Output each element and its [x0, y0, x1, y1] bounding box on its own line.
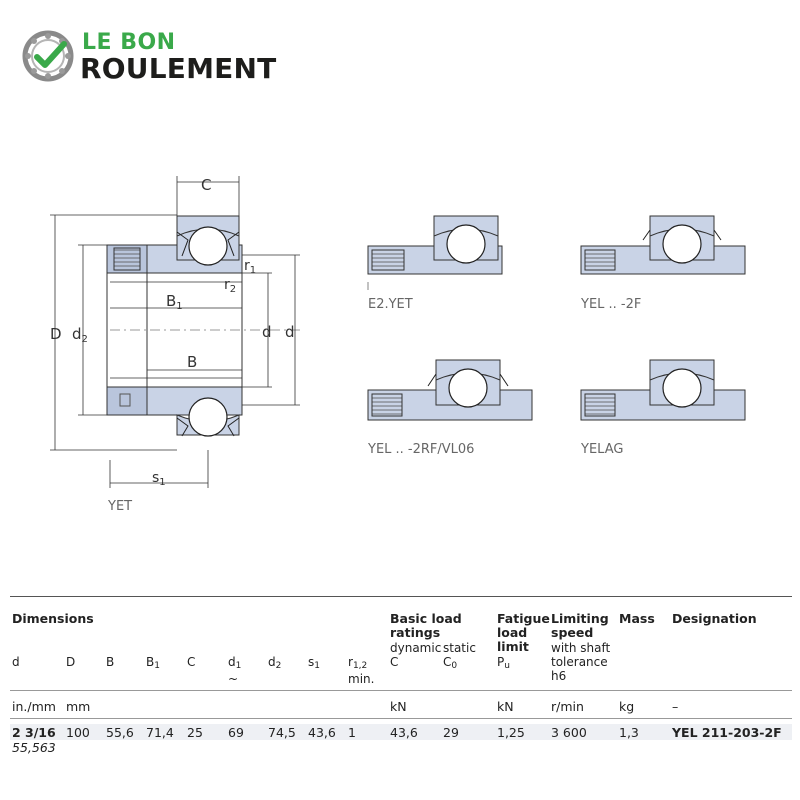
dim-label-bore-d: d: [262, 323, 272, 341]
symbol-b: B: [106, 655, 115, 669]
header-limiting-4: tolerance: [551, 655, 608, 669]
header-limiting-5: h6: [551, 669, 567, 683]
header-basic-load-1: Basic load: [390, 611, 462, 626]
brand-line-2: ROULEMENT: [80, 52, 277, 85]
dim-label-c: C: [201, 176, 211, 194]
symbol-s1: s1: [308, 655, 320, 672]
bearing-check-icon: [22, 30, 74, 82]
cell-c0: 29: [443, 725, 459, 740]
variant-yel-2rf-vl06-drawing: [367, 359, 533, 421]
header-fatigue-3: limit: [497, 639, 529, 654]
symbol-d1: d1~: [228, 655, 242, 686]
table-header-rule: [10, 690, 792, 691]
unit-dims-in: in./mm: [12, 699, 56, 714]
header-dynamic: dynamic: [390, 641, 442, 655]
cell-c-dynamic: 43,6: [390, 725, 418, 740]
symbol-c-dynamic: C: [390, 655, 399, 669]
cell-d-mm: 55,563: [12, 740, 56, 755]
unit-fatigue: kN: [497, 699, 514, 714]
dim-label-outer-d: D: [50, 325, 62, 343]
cell-s1: 43,6: [308, 725, 336, 740]
cell-b: 55,6: [106, 725, 134, 740]
brand-logo: LE BON ROULEMENT: [22, 28, 302, 88]
cell-d-inch: 2 3/16: [12, 725, 56, 740]
cell-designation: YEL 211-203-2F: [672, 725, 782, 740]
cell-c: 25: [187, 725, 203, 740]
dim-label-r1: r1: [244, 258, 256, 276]
cell-speed: 3 600: [551, 725, 587, 740]
cell-pu: 1,25: [497, 725, 525, 740]
caption-yel-2rf-vl06: YEL .. -2RF/VL06: [367, 442, 474, 457]
dim-label-b: B: [187, 353, 197, 371]
cell-b1: 71,4: [146, 725, 174, 740]
header-basic-load-2: ratings: [390, 625, 441, 640]
cell-mass: 1,3: [619, 725, 639, 740]
unit-dims-mm: mm: [66, 699, 91, 714]
header-fatigue-1: Fatigue: [497, 611, 550, 626]
unit-mass: kg: [619, 699, 635, 714]
unit-load: kN: [390, 699, 407, 714]
symbol-d2: d2: [268, 655, 282, 672]
cell-d1: 69: [228, 725, 244, 740]
header-fatigue-2: load: [497, 625, 528, 640]
variant-e2yet-drawing: [367, 215, 503, 290]
symbol-outer-d: D: [66, 655, 76, 669]
table-top-rule: [10, 596, 792, 597]
symbol-d: d: [12, 655, 20, 669]
header-limiting-1: Limiting: [551, 611, 609, 626]
cell-r12: 1: [348, 725, 356, 740]
dim-label-b1: B1: [166, 292, 183, 312]
header-limiting-3: with shaft: [551, 641, 611, 655]
bearing-drawings: C r1 r2 B1 B D d2 d d s1 YET E2.YET YEL …: [50, 176, 746, 514]
dim-label-r2: r2: [224, 277, 236, 295]
caption-yelag: YELAG: [580, 442, 623, 457]
symbol-c: C: [187, 655, 196, 669]
variant-yelag-drawing: [580, 359, 746, 421]
header-dimensions: Dimensions: [12, 611, 94, 626]
unit-designation: –: [672, 699, 679, 714]
header-mass: Mass: [619, 611, 655, 626]
header-designation: Designation: [672, 611, 757, 626]
caption-yet: YET: [107, 499, 132, 514]
variant-yel-2f-drawing: [580, 215, 746, 275]
symbol-c0: C0: [443, 655, 458, 672]
brand-line-1: LE BON: [82, 30, 176, 55]
symbol-pu: Pu: [497, 655, 510, 672]
table-units-rule: [10, 718, 792, 719]
caption-e2yet: E2.YET: [368, 297, 413, 312]
cell-d2: 74,5: [268, 725, 296, 740]
dim-label-d-outer: d: [285, 323, 295, 341]
dim-label-d2: d2: [72, 325, 88, 345]
yet-main-drawing: [50, 176, 300, 488]
header-static: static: [443, 641, 476, 655]
unit-speed: r/min: [551, 699, 584, 714]
symbol-b1: B1: [146, 655, 160, 672]
cell-outer-d: 100: [66, 725, 90, 740]
dim-label-s1: s1: [152, 470, 166, 488]
table-row: [10, 724, 792, 740]
header-limiting-2: speed: [551, 625, 594, 640]
caption-yel-2f: YEL .. -2F: [580, 297, 641, 312]
